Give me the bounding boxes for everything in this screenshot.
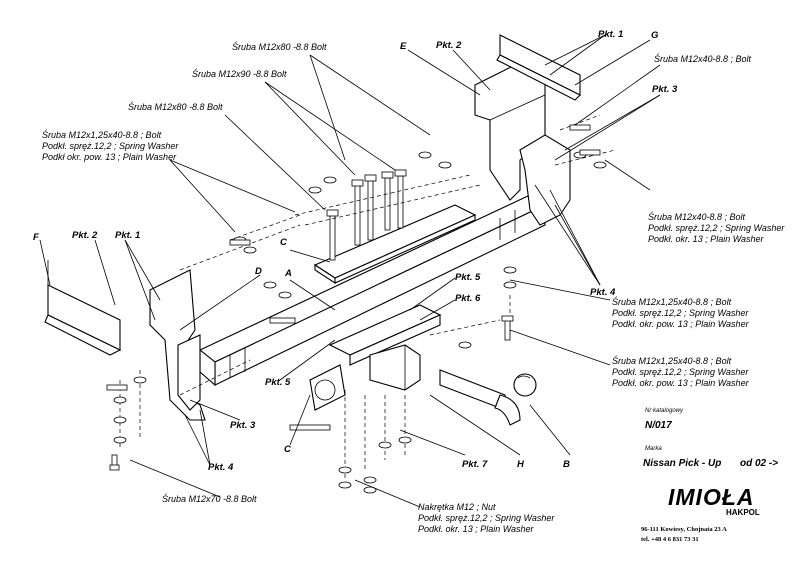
pkt7-label: Pkt. 7 bbox=[462, 459, 488, 470]
pkt4-left-label: Pkt. 4 bbox=[208, 462, 234, 473]
label-bolt-m12x70: Śruba M12x70 -8.8 Bolt bbox=[162, 493, 257, 504]
pkt2-top-label: Pkt. 2 bbox=[436, 40, 462, 51]
letter-C-bottom: C bbox=[284, 444, 291, 455]
label-right-group-1-line1: Śruba M12x40-8.8 ; Bolt bbox=[648, 211, 746, 222]
label-nut-group-line3: Podkł. okr. 13 ; Plain Washer bbox=[418, 524, 535, 534]
pkt1-top-label: Pkt. 1 bbox=[598, 29, 623, 40]
letter-F: F bbox=[33, 232, 39, 243]
label-right-group-3-line2: Podkł. spręż.12,2 ; Spring Washer bbox=[612, 367, 749, 377]
label-bolt-m12x80-mid: Śruba M12x80 -8.8 Bolt bbox=[128, 101, 223, 112]
ball-mount-B bbox=[439, 369, 537, 426]
catalog-label: Nr katalogowy bbox=[645, 408, 684, 414]
letter-B: B bbox=[563, 459, 570, 470]
letter-D: D bbox=[255, 266, 262, 277]
label-left-group-line1: Śruba M12x1,25x40-8.8 ; Bolt bbox=[42, 129, 162, 140]
leader-lines bbox=[39, 34, 661, 508]
callout-labels: Śruba M12x80 -8.8 Bolt Śruba M12x90 -8.8… bbox=[42, 41, 785, 534]
label-right-group-3-line1: Śruba M12x1,25x40-8.8 ; Bolt bbox=[612, 355, 732, 366]
label-bolt-m12x80-top: Śruba M12x80 -8.8 Bolt bbox=[232, 41, 327, 52]
letter-C-top: C bbox=[280, 237, 287, 248]
pkt3-top-label: Pkt. 3 bbox=[652, 84, 678, 95]
part-letters: E G C D A F C H B bbox=[33, 30, 659, 470]
assembly-lines bbox=[119, 114, 616, 480]
label-bolt-m12x90: Śruba M12x90 -8.8 Bolt bbox=[192, 68, 287, 79]
logo-sub-text: HAKPOL bbox=[726, 508, 760, 517]
pkt1-left-label: Pkt. 1 bbox=[115, 230, 140, 241]
label-nut-group-line1: Nakrętka M12 ; Nut bbox=[418, 502, 496, 512]
letter-H: H bbox=[517, 459, 525, 470]
info-block: Nr katalogowy N/017 Marka Nissan Pick - … bbox=[641, 408, 778, 543]
center-bracket bbox=[328, 304, 442, 391]
point-labels: Pkt. 1 Pkt. 2 Pkt. 3 Pkt. 4 Pkt. 2 Pkt. … bbox=[72, 29, 678, 473]
label-nut-group-line2: Podkł. spręż.12,2 ; Spring Washer bbox=[418, 513, 555, 523]
pkt4-right-label: Pkt. 4 bbox=[590, 287, 616, 298]
plate-C-top bbox=[313, 204, 477, 285]
label-bolt-m12x40-top: Śruba M12x40-8.8 ; Bolt bbox=[654, 53, 752, 64]
pkt3-left-label: Pkt. 3 bbox=[230, 420, 256, 431]
label-right-group-3-line3: Podkł. okr. pow. 13 ; Plain Washer bbox=[612, 378, 750, 388]
left-bracket-D bbox=[149, 269, 206, 421]
model-from: od 02 -> bbox=[740, 458, 778, 469]
address-text: 96-111 Kowiesy, Chojnata 23 A bbox=[641, 526, 727, 533]
label-right-group-1-line2: Podkł. spręż.12,2 ; Spring Washer bbox=[648, 223, 785, 233]
bolts-group-top bbox=[326, 169, 407, 261]
label-right-group-2-line2: Podkł. spręż.12,2 ; Spring Washer bbox=[612, 308, 749, 318]
right-plate-G bbox=[496, 34, 581, 101]
phone-text: tel. +48 4 6 831 73 31 bbox=[641, 536, 699, 543]
imiola-logo: IMIOŁA HAKPOL bbox=[668, 484, 760, 517]
label-right-group-2-line1: Śruba M12x1,25x40-8.8 ; Bolt bbox=[612, 296, 732, 307]
brand-label: Marka bbox=[645, 446, 662, 452]
washers-nuts bbox=[106, 124, 607, 494]
letter-E: E bbox=[400, 41, 407, 52]
right-bracket-E bbox=[474, 54, 571, 226]
pkt5-b-label: Pkt. 5 bbox=[265, 377, 291, 388]
label-right-group-1-line3: Podkł. okr. 13 ; Plain Washer bbox=[648, 234, 765, 244]
letter-A: A bbox=[284, 268, 292, 279]
pkt6-label: Pkt. 6 bbox=[455, 293, 481, 304]
label-right-group-2-line3: Podkł. okr. pow. 13 ; Plain Washer bbox=[612, 319, 750, 329]
label-left-group-line2: Podkł. spręż.12,2 ; Spring Washer bbox=[42, 141, 179, 151]
model-name: Nissan Pick - Up bbox=[643, 458, 721, 469]
pkt2-left-label: Pkt. 2 bbox=[72, 230, 98, 241]
letter-G: G bbox=[651, 30, 659, 41]
label-left-group-line3: Podkł okr. pow. 13 ; Plain Washer bbox=[42, 152, 177, 162]
catalog-number: N/017 bbox=[645, 420, 672, 431]
pkt5-a-label: Pkt. 5 bbox=[455, 272, 481, 283]
logo-main-text: IMIOŁA bbox=[668, 484, 755, 510]
left-plate-F bbox=[44, 260, 122, 356]
towbar-drawing bbox=[39, 34, 661, 508]
socket-plate bbox=[309, 364, 346, 411]
